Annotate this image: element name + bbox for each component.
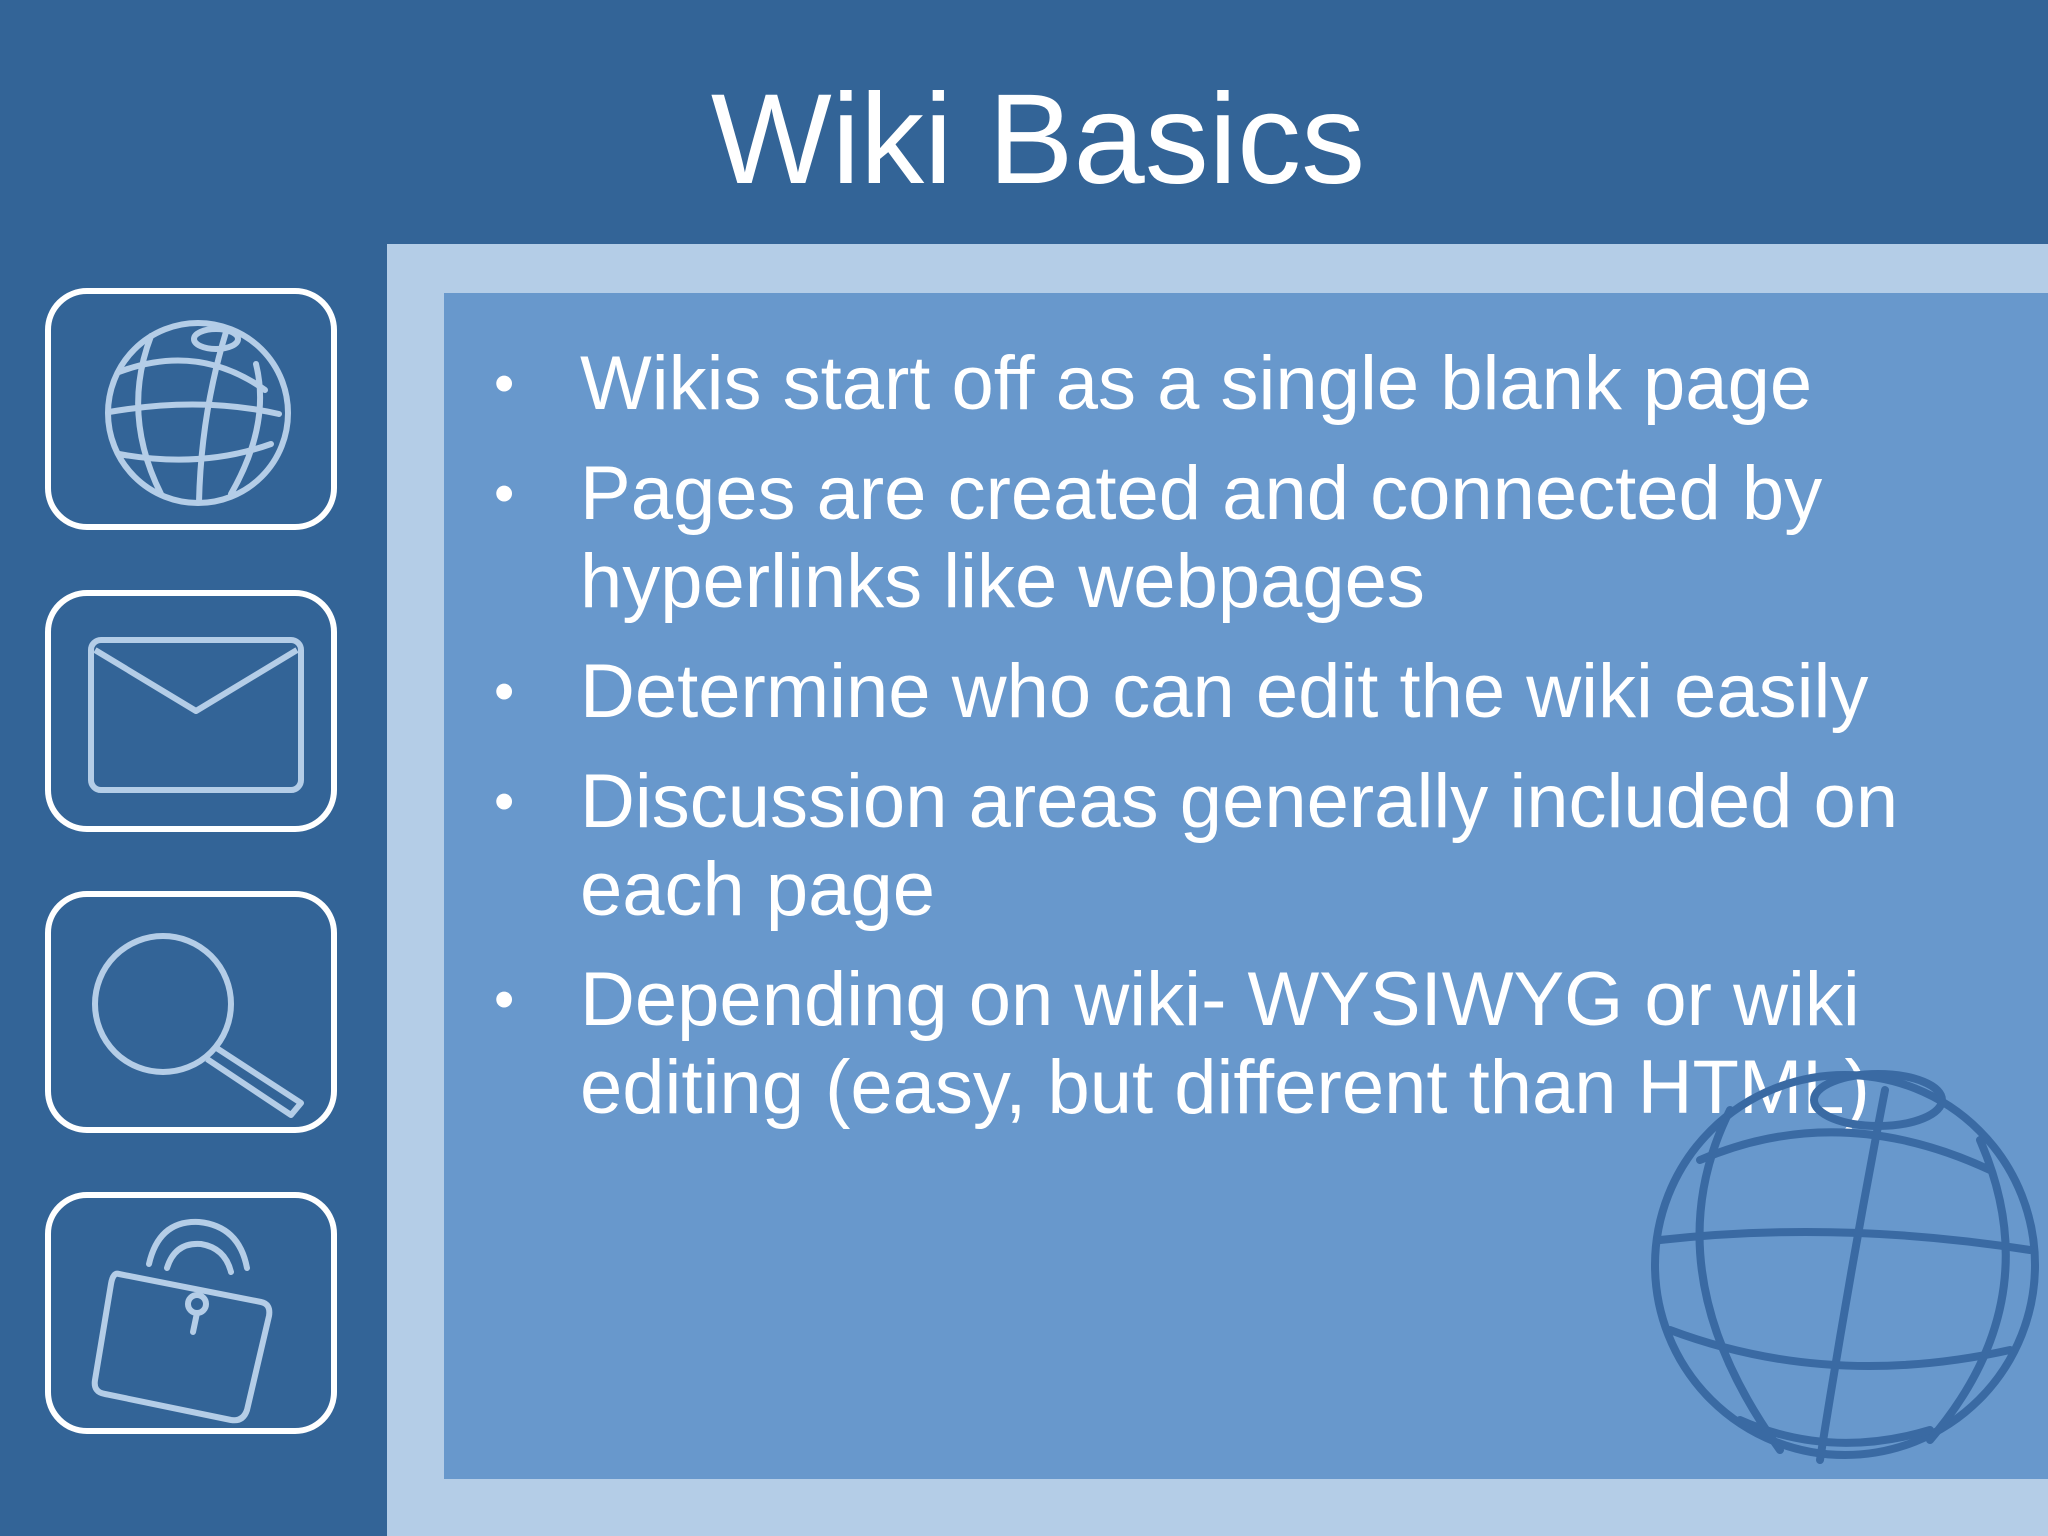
bullet-item: Pages are created and connected by hyper…	[494, 450, 2000, 626]
magnifier-tile	[45, 891, 337, 1133]
globe-tile	[45, 288, 337, 530]
bullet-item: Determine who can edit the wiki easily	[494, 648, 2000, 736]
envelope-tile	[45, 590, 337, 832]
globe-icon	[105, 320, 291, 506]
lock-icon	[91, 1218, 273, 1424]
slide-title: Wiki Basics	[710, 68, 1366, 211]
globe-icon	[1651, 1070, 2039, 1464]
bullet-item: Depending on wiki- WYSIWYG or wiki editi…	[494, 956, 2000, 1132]
lock-tile	[45, 1192, 337, 1434]
bullet-item: Discussion areas generally included on e…	[494, 758, 2000, 934]
bullet-item: Wikis start off as a single blank page	[494, 340, 2000, 428]
envelope-icon	[88, 637, 304, 793]
bullet-list: Wikis start off as a single blank page P…	[494, 340, 2000, 1154]
magnifier-icon	[92, 933, 304, 1118]
